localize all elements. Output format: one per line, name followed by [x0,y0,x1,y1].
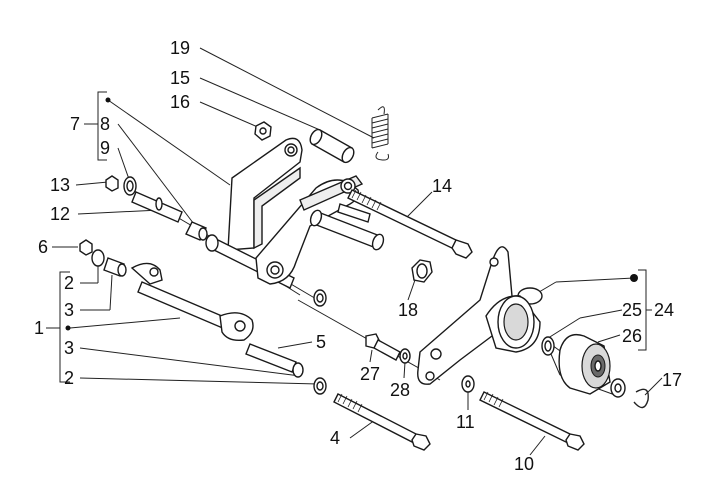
label-24: 24 [654,300,674,320]
washer-part-2 [91,249,105,267]
circlip-part-17 [633,388,649,409]
label-10: 10 [514,454,534,474]
bullet-dot-7 [105,97,111,103]
ring-part-25 [541,336,555,356]
nut-part-16 [254,121,272,141]
label-14: 14 [432,176,452,196]
nut-part-6 [79,239,93,256]
label-3-upper: 3 [64,300,74,320]
label-7: 7 [70,114,80,134]
pin-part-5 [245,343,304,378]
bullet-dot-24 [630,274,638,282]
spacer-part-3 [103,257,127,277]
washer-part-2-lower [313,377,327,395]
bolt-part-14 [347,189,473,259]
label-1: 1 [34,318,44,338]
washer-part-25b [610,378,626,398]
spring-part-19 [371,106,389,161]
shaft-part-1 [130,262,254,342]
bushing-housing-part-24 [485,287,543,353]
washer-part-28 [399,348,411,364]
nut-part-18 [411,259,433,283]
label-17: 17 [662,370,682,390]
washer-part-3-upper [313,289,327,307]
nut-part-13 [105,175,119,192]
leader-lines [46,47,663,456]
bolt-part-10 [479,391,585,451]
washer-part-9 [123,176,137,196]
pin-part-12 [131,191,183,223]
sleeve-part-15 [309,128,355,164]
label-2-lower: 2 [64,368,74,388]
label-16: 16 [170,92,190,112]
label-15: 15 [170,68,190,88]
rubber-bush-part-26 [558,333,611,395]
washer-part-11 [461,375,475,393]
label-5: 5 [316,332,326,352]
label-27: 27 [360,364,380,384]
part-labels: 19 15 16 7 8 9 13 12 6 2 3 1 3 2 5 4 27 … [34,38,682,474]
label-6: 6 [38,237,48,257]
label-2-upper: 2 [64,273,74,293]
label-3-lower: 3 [64,338,74,358]
linkage-bracket [205,137,385,289]
label-18: 18 [398,300,418,320]
label-25: 25 [622,300,642,320]
label-19: 19 [170,38,190,58]
label-26: 26 [622,326,642,346]
bush-part-8 [185,221,208,241]
bolt-part-27 [365,333,401,361]
label-8: 8 [100,114,110,134]
label-9: 9 [100,138,110,158]
bullet-dot-1 [65,325,71,331]
bolt-part-4 [333,393,431,451]
label-4: 4 [330,428,340,448]
label-13: 13 [50,175,70,195]
label-12: 12 [50,204,70,224]
label-11: 11 [456,412,475,432]
label-28: 28 [390,380,410,400]
